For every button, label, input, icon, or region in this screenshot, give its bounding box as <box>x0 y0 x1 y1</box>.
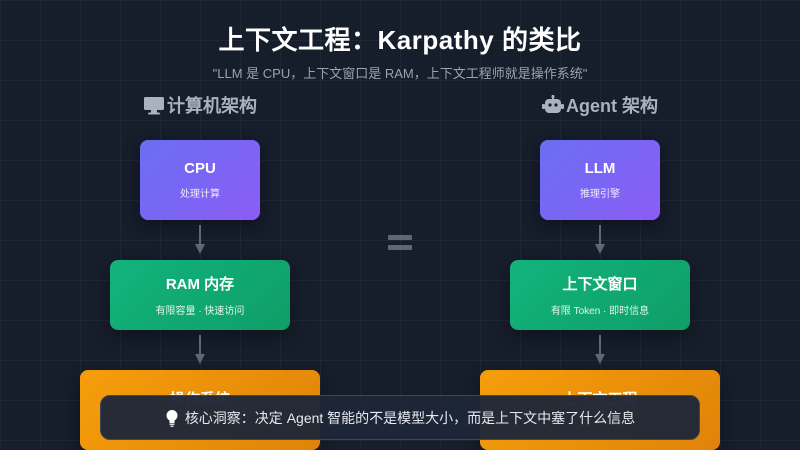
left-column-header: 计算机架构 <box>100 92 300 118</box>
cpu-box-desc: 处理计算 <box>180 189 220 200</box>
context-window-box-desc: 有限 Token · 即时信息 <box>550 306 650 317</box>
llm-box: LLM 推理引擎 <box>540 140 660 220</box>
monitor-icon <box>143 95 165 115</box>
arrow-down-icon <box>595 225 605 254</box>
context-window-box-name: 上下文窗口 <box>562 276 638 293</box>
ram-box: RAM 内存 有限容量 · 快速访问 <box>110 260 290 330</box>
diagram-title: 上下文工程：Karpathy 的类比 <box>218 25 582 55</box>
right-column-header-label: Agent 架构 <box>566 96 658 116</box>
robot-icon <box>542 95 564 115</box>
ram-box-name: RAM 内存 <box>165 276 235 293</box>
right-column-header: Agent 架构 <box>500 92 700 118</box>
equals-icon <box>388 235 412 251</box>
cpu-box-name: CPU <box>184 160 216 177</box>
left-column-header-label: 计算机架构 <box>167 96 257 116</box>
llm-box-desc: 推理引擎 <box>580 189 620 200</box>
insight-text: 核心洞察：决定 Agent 智能的不是模型大小，而是上下文中塞了什么信息 <box>184 409 636 426</box>
ram-box-desc: 有限容量 · 快速访问 <box>155 306 245 317</box>
diagram-subtitle: "LLM 是 CPU，上下文窗口是 RAM，上下文工程师就是操作系统" <box>212 66 588 81</box>
arrow-down-icon <box>195 225 205 254</box>
cpu-box: CPU 处理计算 <box>140 140 260 220</box>
arrow-down-icon <box>595 335 605 364</box>
llm-box-name: LLM <box>584 160 616 177</box>
insight-banner: 核心洞察：决定 Agent 智能的不是模型大小，而是上下文中塞了什么信息 <box>100 395 700 440</box>
lightbulb-icon <box>165 409 179 427</box>
context-window-box: 上下文窗口 有限 Token · 即时信息 <box>510 260 690 330</box>
arrow-down-icon <box>195 335 205 364</box>
